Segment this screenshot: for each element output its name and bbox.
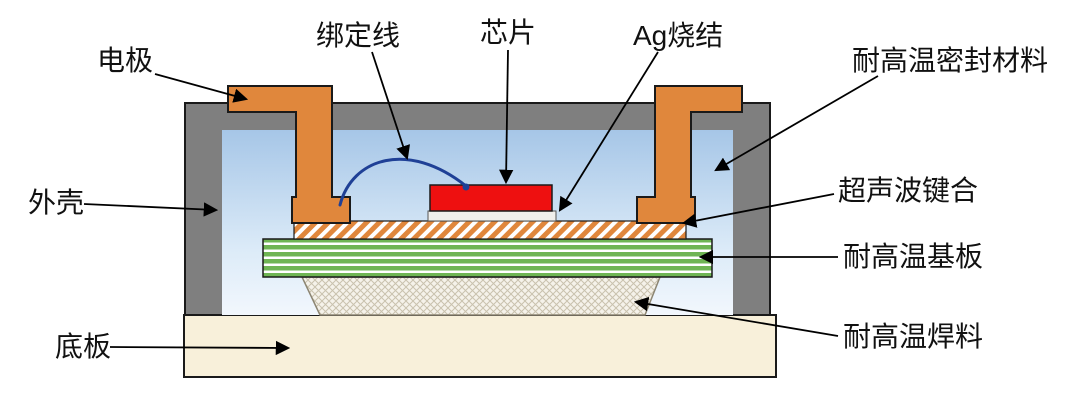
electrode-arrow bbox=[154, 73, 249, 103]
baseplate-label: 底板 bbox=[55, 331, 111, 362]
seal-arrow bbox=[714, 75, 879, 172]
bond-wire-label: 绑定线 bbox=[316, 20, 400, 51]
ag-sinter-layer bbox=[427, 210, 557, 222]
substrate-layer bbox=[262, 238, 713, 278]
solder-layer bbox=[300, 276, 662, 316]
baseplate-arrow bbox=[109, 340, 291, 356]
solder-label: 耐高温焊料 bbox=[843, 321, 983, 352]
ultrasonic-bond-layer bbox=[293, 220, 687, 240]
ultrasonic-label: 超声波键合 bbox=[838, 175, 978, 206]
seal-label: 耐高温密封材料 bbox=[852, 45, 1048, 76]
housing-label: 外壳 bbox=[28, 187, 84, 218]
ag-sinter-label: Ag烧结 bbox=[633, 20, 723, 51]
substrate-label: 耐高温基板 bbox=[843, 241, 983, 272]
baseplate-shape bbox=[183, 314, 777, 378]
chip-arrow bbox=[498, 49, 514, 185]
left-electrode-shape bbox=[227, 85, 351, 224]
bond-wire-path bbox=[338, 157, 468, 207]
solder-arrow bbox=[633, 296, 839, 337]
ag-sinter-arrow bbox=[558, 51, 659, 212]
bond-wire-arrow bbox=[371, 51, 410, 161]
ultrasonic-arrow bbox=[681, 193, 835, 228]
chip-label: 芯片 bbox=[480, 17, 536, 48]
housing-arrow bbox=[83, 202, 219, 217]
bond-wire-foot bbox=[462, 183, 470, 191]
electrode-label: 电极 bbox=[97, 45, 153, 76]
chip-shape bbox=[429, 184, 553, 212]
